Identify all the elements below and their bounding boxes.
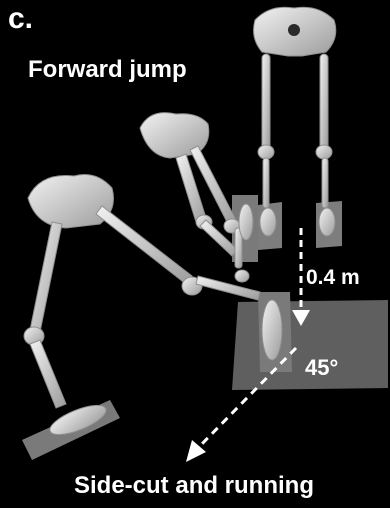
title: Forward jump <box>28 56 187 84</box>
panel-letter: c. <box>8 2 33 36</box>
skeleton-standing <box>254 7 336 236</box>
cut-angle-label: 45° <box>305 355 338 381</box>
drop-height-label: 0.4 m <box>306 266 360 290</box>
bottom-caption: Side-cut and running <box>74 472 314 500</box>
